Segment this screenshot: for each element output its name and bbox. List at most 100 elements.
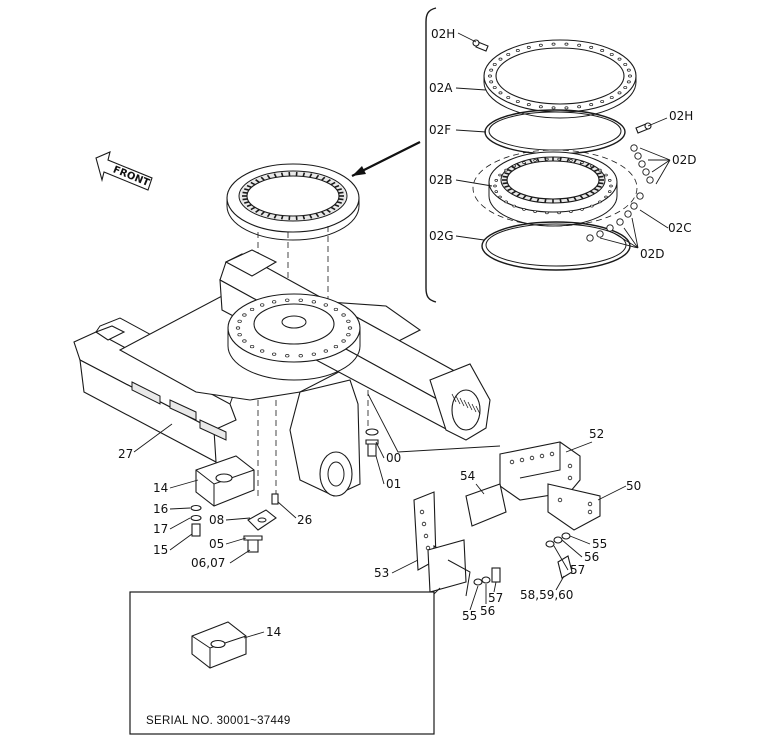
plate-54	[465, 483, 507, 527]
track-frame-body	[73, 249, 491, 497]
bracket-hole	[509, 459, 515, 465]
gear-tooth	[273, 214, 277, 219]
gear-tooth	[334, 184, 340, 189]
gear-tooth	[511, 190, 517, 195]
ring-bolt-hole	[609, 52, 614, 56]
label-02c: 02C	[668, 221, 692, 235]
hatch-line	[463, 399, 469, 409]
gear-tooth	[516, 192, 521, 197]
gear-tooth	[326, 208, 331, 213]
ring-bolt-hole	[498, 173, 502, 177]
label-17: 17	[153, 522, 168, 536]
bearing-ball	[586, 234, 594, 242]
gear-tooth	[529, 159, 533, 164]
bolts-15-16-17	[190, 504, 202, 537]
gear-tooth	[309, 214, 313, 219]
mount-bolt-hole	[235, 326, 241, 330]
gear-tooth	[315, 212, 320, 218]
gear-tooth	[566, 197, 570, 203]
label-02a: 02A	[429, 81, 453, 95]
gear-tooth	[250, 206, 256, 211]
mount-bolt-hole	[346, 319, 351, 323]
gear-tooth	[544, 198, 547, 203]
ring-bolt-hole	[506, 52, 511, 56]
group-brace	[425, 7, 437, 303]
ring-bolt-hole	[609, 184, 613, 188]
mount-bolt-hole	[341, 313, 346, 317]
bearing-ball	[624, 210, 632, 218]
hatch-line	[455, 395, 461, 405]
ring-bolt-hole	[545, 211, 549, 215]
gear-tooth	[242, 198, 248, 201]
ring-bolt-hole	[589, 103, 594, 107]
inset-label-14: 14	[266, 625, 281, 639]
swing-bearing-exploded	[472, 39, 654, 271]
ring-bolt-hole	[533, 210, 537, 214]
gear-tooth	[302, 215, 306, 220]
label-06-07: 06,07	[191, 556, 225, 570]
gear-tooth	[266, 174, 271, 180]
ring-bolt-hole	[494, 190, 499, 193]
label-27: 27	[118, 447, 133, 461]
ring-bolt-hole	[598, 168, 602, 172]
swing-bearing-assembled	[226, 163, 360, 241]
gear-tooth	[302, 172, 306, 177]
gear-tooth	[589, 190, 595, 195]
plate-51	[427, 539, 471, 597]
gear-tooth	[336, 201, 342, 204]
hatch-line	[467, 401, 473, 411]
ring-bolt-hole	[564, 42, 569, 46]
gear-tooth	[255, 179, 260, 184]
mount-bolt-hole	[341, 339, 346, 343]
ring-bolt-hole	[600, 100, 605, 104]
ring-bolt-hole	[512, 164, 516, 168]
bearing-ball	[606, 224, 614, 232]
gear-tooth	[536, 157, 540, 163]
ring-bolt-hole	[626, 68, 631, 72]
gear-tooth	[598, 175, 604, 178]
plate-08-05	[243, 493, 279, 553]
mount-bolt-hole	[260, 349, 265, 353]
bracket-lead-line	[367, 393, 501, 453]
gear-tooth	[573, 159, 577, 164]
ring-bolt-hole	[564, 106, 569, 110]
gear-tooth	[246, 203, 252, 208]
ring-bolt-hole	[577, 105, 582, 109]
gear-tooth	[244, 188, 250, 191]
gear-tooth	[315, 174, 320, 180]
bracket-hole	[557, 497, 563, 503]
label-02h-right: 02H	[669, 109, 693, 123]
ring-bolt-hole	[557, 211, 561, 215]
gear-tooth	[273, 173, 277, 178]
gear-tooth	[246, 184, 252, 189]
label-55-right: 55	[592, 537, 607, 551]
gear-tooth	[589, 165, 595, 170]
ring-bolt-hole	[604, 195, 608, 199]
gear-tooth	[326, 179, 331, 184]
label-54: 54	[460, 469, 475, 483]
bracket-hole	[549, 451, 555, 457]
ring-bolt-hole	[607, 190, 612, 193]
label-58-59-60: 58,59,60	[520, 588, 573, 602]
mount-bolt-hole	[249, 307, 255, 312]
mount-bolt-hole	[237, 333, 242, 337]
gear-tooth	[529, 196, 533, 201]
ring-bolt-hole	[580, 208, 584, 211]
bracket-hole	[423, 533, 429, 539]
label-05: 05	[209, 537, 224, 551]
ring-bolt-hole	[628, 74, 632, 78]
gear-tooth	[593, 168, 599, 173]
ring-bolt-hole	[590, 164, 594, 168]
gear-tooth	[502, 175, 508, 178]
ring-bolt-hole	[623, 86, 628, 90]
gear-tooth	[260, 211, 265, 216]
gear-tooth	[585, 192, 590, 197]
bearing-ball	[642, 168, 650, 176]
ring-bolt-hole	[617, 91, 622, 95]
ring-bolt-hole	[526, 103, 531, 107]
ring-bolt-hole	[489, 68, 494, 72]
hatch-line	[475, 405, 481, 415]
bracket-hole	[419, 509, 425, 515]
bracket-hole	[519, 457, 525, 463]
mount-bolt-hole	[285, 354, 290, 358]
